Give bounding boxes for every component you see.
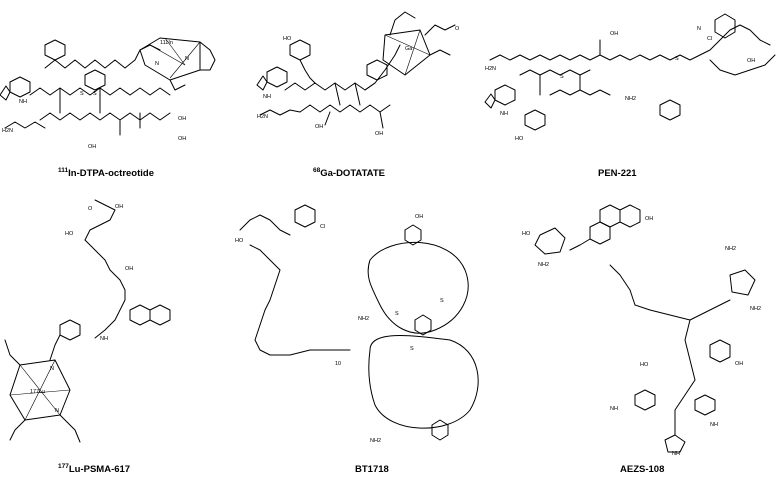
- atom-nh: NH: [610, 406, 618, 412]
- atom-ho: HO: [235, 238, 244, 244]
- caption-name: Ga-DOTATATE: [320, 168, 385, 180]
- atom-o: O: [455, 26, 460, 32]
- caption-aezs-108: AEZS-108: [620, 463, 664, 475]
- caption-lu-psma-617: 177Lu-PSMA-617: [58, 463, 130, 475]
- atom-n: N: [55, 408, 59, 414]
- atom-nh: NH: [263, 94, 271, 100]
- caption-isotope: 177: [58, 463, 69, 470]
- atom-ho: HO: [283, 36, 292, 42]
- atom-nh2: NH2: [625, 96, 636, 102]
- aezs-108-structure: HO NH2 OH NH2 NH2 OH HO NH NH NH: [522, 204, 761, 457]
- atom-ho: HO: [640, 362, 649, 368]
- atom-nh: NH: [500, 111, 508, 117]
- atom-n: N: [50, 366, 54, 372]
- atom-s: S: [93, 91, 97, 97]
- atom-sub10: 10: [335, 361, 341, 367]
- caption-bt1718: BT1718: [355, 463, 389, 475]
- panel-pen-221: H2N NH HO NH2 OH S S Cl OH N PEN-221: [484, 0, 780, 180]
- atom-lu: 177Lu: [30, 389, 45, 395]
- atom-s: S: [395, 311, 399, 317]
- panel-aezs-108: HO NH2 OH NH2 NH2 OH HO NH NH NH AEZS-10…: [510, 190, 780, 477]
- caption-pen-221: PEN-221: [598, 167, 637, 179]
- atom-h2n: H2N: [2, 128, 13, 134]
- atom-oh: OH: [747, 58, 755, 64]
- atom-nh2: NH2: [370, 438, 381, 444]
- pen-221-structure: H2N NH HO NH2 OH S S Cl OH N: [484, 13, 776, 142]
- atom-oh: OH: [645, 216, 653, 222]
- atom-nh: NH: [100, 336, 108, 342]
- atom-h2n: H2N: [485, 66, 496, 72]
- atom-ho: HO: [515, 136, 524, 142]
- atom-nh2: NH2: [750, 306, 761, 312]
- atom-oh: OH: [415, 214, 423, 220]
- panel-in-dtpa-octreotide: NH H2N OH OH OH S S 111In N N 111In-DTPA…: [0, 0, 260, 180]
- caption-isotope: 111: [58, 167, 69, 174]
- atom-nh2: NH2: [358, 316, 369, 322]
- atom-oh: OH: [178, 116, 186, 122]
- atom-s: S: [560, 74, 564, 80]
- atom-oh: OH: [115, 204, 123, 210]
- atom-s: S: [80, 91, 84, 97]
- atom-s: S: [440, 298, 444, 304]
- panel-lu-psma-617: O OH HO OH NH 177Lu N N 177Lu-PSMA-617: [0, 190, 210, 477]
- atom-nh2: NH2: [725, 246, 736, 252]
- atom-in: 111In: [160, 40, 173, 46]
- atom-h2n: H2N: [257, 114, 268, 120]
- atom-ga: Ga: [405, 46, 413, 52]
- atom-oh: OH: [88, 144, 96, 150]
- atom-oh: OH: [610, 31, 618, 37]
- atom-cl: Cl: [320, 224, 325, 230]
- atom-n: N: [155, 61, 159, 67]
- caption-ga-dotatate: 68Ga-DOTATATE: [313, 167, 385, 179]
- caption-name: PEN-221: [598, 168, 637, 180]
- caption-name: BT1718: [355, 464, 389, 476]
- atom-cl: Cl: [707, 36, 712, 42]
- atom-o: O: [88, 206, 93, 212]
- atom-nh: NH: [710, 422, 718, 428]
- atom-oh: OH: [735, 361, 743, 367]
- atom-oh: OH: [375, 131, 383, 137]
- atom-s: S: [675, 56, 679, 62]
- lu-psma-617-structure: O OH HO OH NH 177Lu N N: [4, 199, 171, 443]
- atom-oh: OH: [315, 124, 323, 130]
- atom-s: S: [410, 346, 414, 352]
- atom-oh: OH: [178, 136, 186, 142]
- atom-n: N: [185, 56, 189, 62]
- in-dtpa-octreotide-structure: NH H2N OH OH OH S S 111In N N: [0, 37, 216, 150]
- atom-n: N: [697, 26, 701, 32]
- atom-nh: NH: [672, 451, 680, 457]
- caption-name: Lu-PSMA-617: [68, 464, 131, 476]
- atom-nh: NH: [19, 99, 27, 105]
- ga-dotatate-structure: HO H2N NH OH OH Ga O: [256, 11, 460, 137]
- caption-isotope: 68: [313, 167, 321, 174]
- caption-in-dtpa-octreotide: 111In-DTPA-octreotide: [58, 167, 154, 179]
- caption-name: AEZS-108: [620, 464, 665, 476]
- panel-bt1718: HO Cl OH NH2 NH2 10 S S S BT1718: [220, 190, 510, 477]
- atom-nh2: NH2: [538, 262, 549, 268]
- caption-name: In-DTPA-octreotide: [68, 168, 154, 180]
- atom-ho: HO: [65, 231, 74, 237]
- atom-ho: HO: [522, 231, 531, 237]
- bt1718-structure: HO Cl OH NH2 NH2 10 S S S: [235, 204, 479, 444]
- atom-oh: OH: [125, 266, 133, 272]
- panel-ga-dotatate: HO H2N NH OH OH Ga O 68Ga-DOTATATE: [255, 0, 485, 180]
